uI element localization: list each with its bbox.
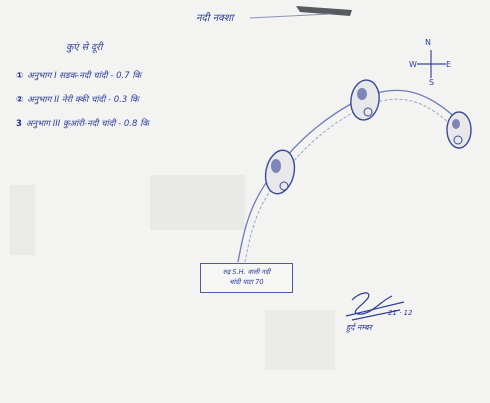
well-icon (446, 111, 472, 149)
start-box-line: रुद्र S.H. वाली नदी (222, 268, 271, 276)
faint-shadow (150, 175, 245, 230)
scan-smudge (296, 6, 352, 16)
signature-date: 21 · 12 (388, 309, 413, 317)
river-path (237, 89, 459, 263)
map-subtitle: कुएं से दूरी (66, 42, 103, 53)
compass-south-label: S (429, 78, 435, 87)
legend-text: अनुभाग III कुआंरी-नदी चांदी - 0.8 कि (25, 119, 149, 129)
legend-text: अनुभाग I सडक-नदी चांदी - 0.7 कि (27, 71, 142, 81)
compass-rose-icon (417, 50, 446, 78)
signature-icon (345, 292, 405, 321)
map-title: नदी नक्शा (196, 13, 234, 24)
legend-symbol: ① (16, 71, 24, 81)
legend-text: अनुभाग II नेरी क्की चांदी - 0.3 कि (27, 95, 139, 105)
well-icon (264, 149, 296, 195)
start-box-line: चांदी पाटा 70 (229, 278, 264, 286)
compass-west-label: W (409, 60, 417, 69)
compass-north-label: N (425, 38, 431, 47)
well-icon (350, 79, 380, 121)
compass-east-label: E (446, 60, 452, 69)
faint-shadow (10, 185, 35, 255)
start-point-box: रुद्र S.H. वाली नदी चांदी पाटा 70 (200, 263, 293, 293)
faint-shadow (265, 310, 335, 370)
legend-symbol: ② (16, 95, 24, 105)
signature-caption: हुर्द नम्बर (346, 323, 372, 332)
top-pencil-line (249, 13, 331, 19)
legend-symbol: 3 (16, 119, 22, 129)
